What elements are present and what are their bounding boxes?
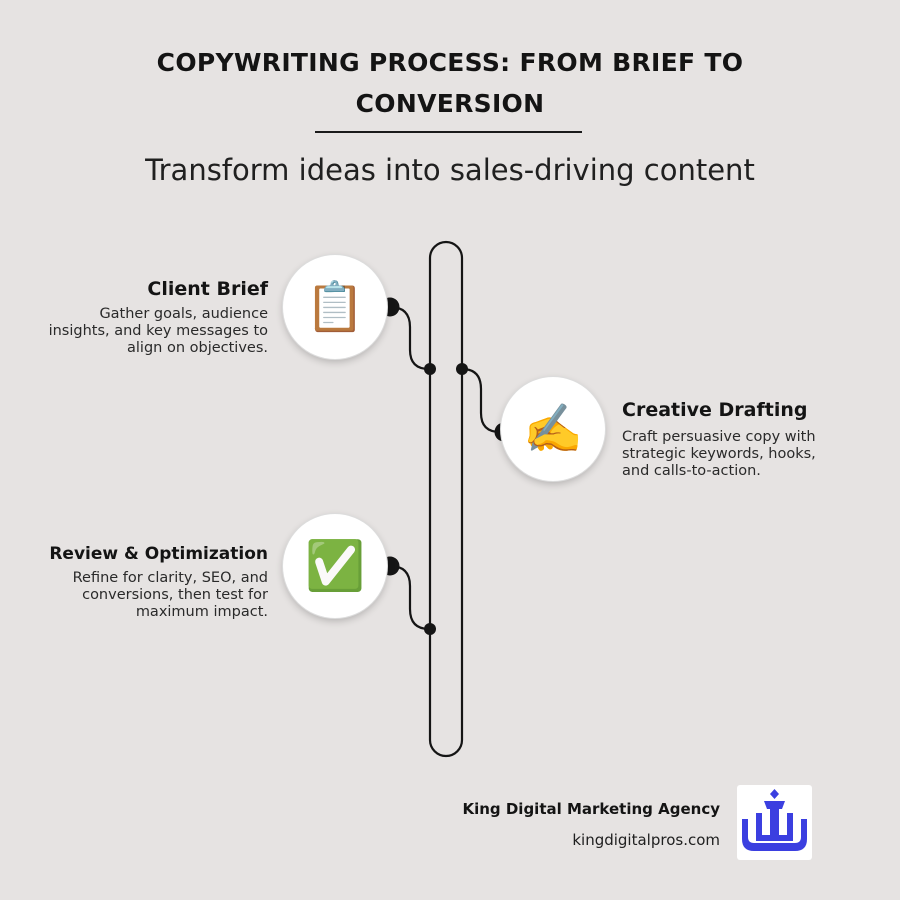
step-title-review-optimization: Review & Optimization (49, 544, 268, 564)
connector-creative-drafting (461, 367, 504, 434)
step-title-creative-drafting: Creative Drafting (622, 399, 808, 421)
title-underline (315, 131, 582, 133)
page-title: COPYWRITING PROCESS: FROM BRIEF TO CONVE… (156, 48, 744, 118)
check-mark-icon: ✅ (305, 538, 365, 594)
step-circle-client-brief: 📋 (283, 255, 387, 359)
clipboard-icon: 📋 (305, 279, 365, 335)
page-subtitle: Transform ideas into sales-driving conte… (145, 153, 755, 187)
writing-hand-icon: ✍️ (523, 401, 583, 457)
spine-node-creative-drafting (456, 363, 468, 375)
spine-node-client-brief (424, 363, 436, 375)
step-description-review-optimization: Refine for clarity, SEO, and conversions… (72, 570, 268, 620)
central-spine (428, 240, 464, 758)
spine-node-review-optimization (424, 623, 436, 635)
step-circle-review-optimization: ✅ (283, 514, 387, 618)
step-circle-creative-drafting: ✍️ (501, 377, 605, 481)
crown-logo-icon (737, 785, 812, 860)
crown-logo-graphic (742, 789, 807, 851)
step-title-client-brief: Client Brief (147, 278, 268, 300)
brand-url[interactable]: kingdigitalpros.com (572, 831, 720, 849)
connector-review-optimization (389, 564, 430, 631)
connector-client-brief (389, 305, 430, 371)
step-description-creative-drafting: Craft persuasive copy with strategic key… (622, 429, 816, 479)
brand-name: King Digital Marketing Agency (462, 800, 720, 818)
step-description-client-brief: Gather goals, audience insights, and key… (48, 306, 268, 356)
